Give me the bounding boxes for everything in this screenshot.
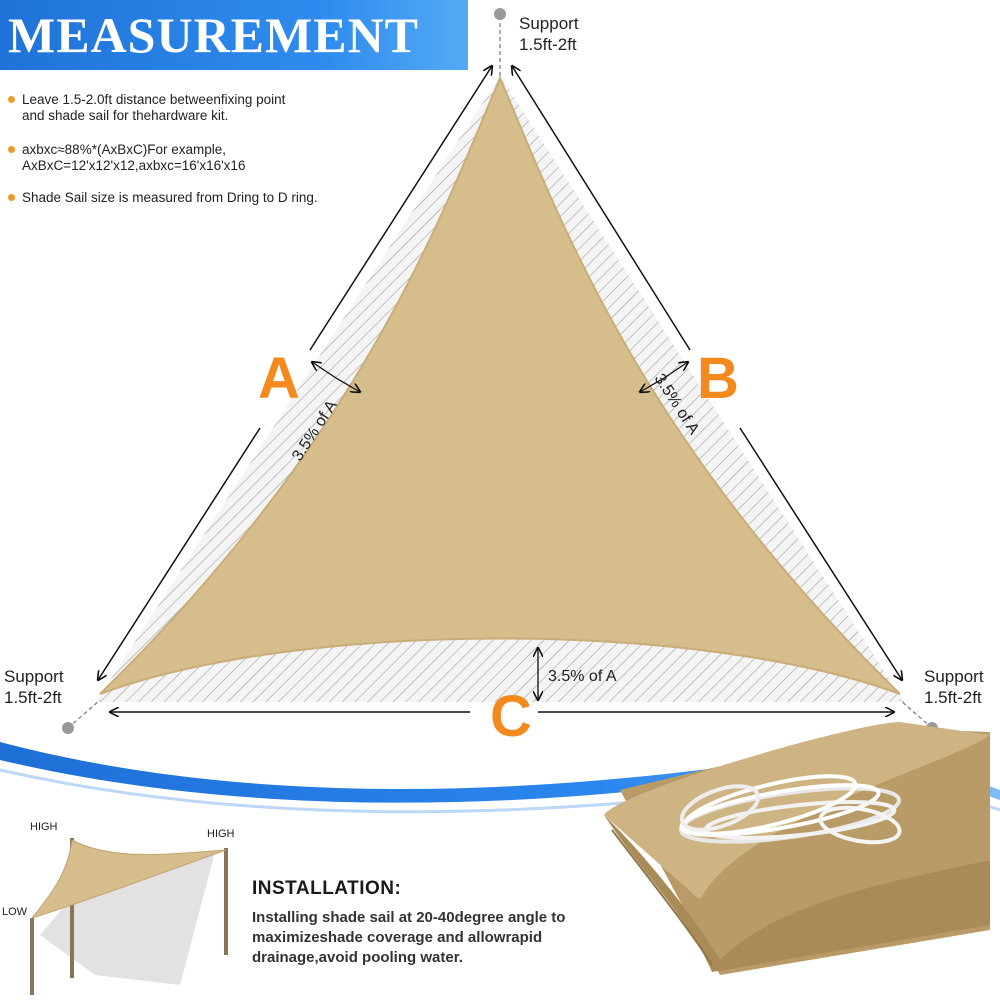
side-b-arrow-bottom bbox=[739, 427, 902, 680]
rope-coil bbox=[679, 774, 902, 845]
mini-shadow bbox=[40, 852, 215, 985]
support-value: 1.5ft-2ft bbox=[519, 35, 577, 54]
support-point-top bbox=[494, 8, 506, 20]
offset-a-arrow-in bbox=[335, 377, 360, 392]
note-hardware-distance: Leave 1.5-2.0ft distance betweenfixing p… bbox=[8, 92, 285, 124]
note-line: Leave 1.5-2.0ft distance betweenfixing p… bbox=[22, 92, 286, 107]
support-label-top: Support 1.5ft-2ft bbox=[519, 13, 579, 55]
bullet-dot bbox=[8, 194, 15, 201]
folded-sail-top bbox=[604, 722, 990, 900]
shade-sail-shape bbox=[99, 75, 901, 695]
support-value: 1.5ft-2ft bbox=[924, 688, 982, 707]
support-label-right: Support 1.5ft-2ft bbox=[924, 666, 984, 708]
side-label-b: B bbox=[697, 346, 739, 411]
support-label-left: Support 1.5ft-2ft bbox=[4, 666, 64, 708]
page-title: MEASUREMENT bbox=[8, 7, 420, 63]
note-line: axbxc≈88%*(AxBxC)For example, bbox=[22, 142, 226, 157]
mini-sail bbox=[30, 839, 227, 919]
note-line: and shade sail for thehardware kit. bbox=[22, 108, 229, 123]
note-size-formula: axbxc≈88%*(AxBxC)For example, AxBxC=12'x… bbox=[8, 142, 245, 174]
side-label-c: C bbox=[490, 684, 532, 749]
support-label: Support bbox=[4, 667, 64, 686]
title-banner: MEASUREMENT bbox=[0, 0, 468, 70]
note-line: AxBxC=12'x12'x12,axbxc=16'x16'x16 bbox=[22, 158, 246, 173]
support-label: Support bbox=[924, 667, 984, 686]
folded-sail-fold-2 bbox=[699, 859, 991, 901]
installation-text: Installing shade sail at 20-40degree ang… bbox=[252, 909, 566, 966]
support-line-right bbox=[899, 699, 933, 729]
mini-label-low: LOW bbox=[2, 906, 28, 918]
wave-divider bbox=[0, 742, 1000, 803]
folded-sail-product bbox=[604, 722, 991, 975]
support-line-left bbox=[67, 699, 101, 729]
offset-label-c: 3.5% of A bbox=[548, 668, 617, 685]
offset-a-arrow-out bbox=[312, 362, 337, 379]
offset-b-arrow-out bbox=[663, 362, 688, 379]
installation-title: INSTALLATION: bbox=[252, 878, 402, 899]
offset-b-arrow-in bbox=[640, 377, 665, 392]
mini-label-high-right: HIGH bbox=[207, 828, 235, 840]
side-b-arrow-top bbox=[512, 66, 691, 351]
side-a-arrow-bottom bbox=[98, 427, 261, 680]
support-point-left bbox=[62, 722, 74, 734]
bullet-dot bbox=[8, 146, 15, 153]
note-line: Shade Sail size is measured from Dring t… bbox=[22, 190, 318, 205]
note-measurement-rule: Shade Sail size is measured from Dring t… bbox=[8, 190, 318, 206]
support-value: 1.5ft-2ft bbox=[4, 688, 62, 707]
side-a-arrow-top bbox=[309, 66, 492, 351]
folded-sail-front bbox=[604, 815, 990, 972]
bullet-dot bbox=[8, 96, 15, 103]
support-label: Support bbox=[519, 14, 579, 33]
mini-label-high-left: HIGH bbox=[30, 821, 58, 833]
folded-sail-fold-1 bbox=[611, 829, 713, 966]
side-label-a: A bbox=[258, 346, 300, 411]
mini-installation-diagram bbox=[30, 838, 228, 995]
